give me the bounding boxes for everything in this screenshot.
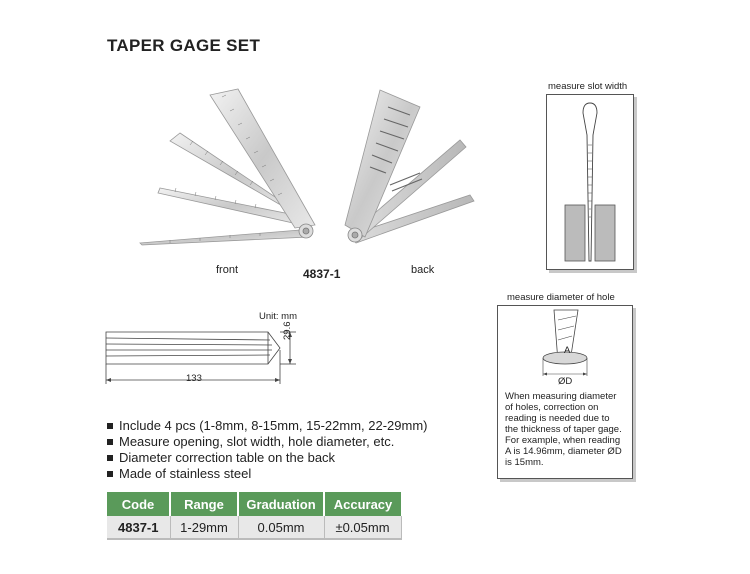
back-label: back	[411, 264, 435, 276]
height-dimension: 29.6	[282, 321, 293, 341]
hole-diameter-panel: A ØD When measuring diameter of holes, c…	[497, 305, 633, 479]
header-accuracy: Accuracy	[324, 492, 401, 516]
correction-note: When measuring diameter of holes, correc…	[505, 391, 631, 468]
note-line: For example, when reading	[505, 435, 621, 446]
bullet-icon	[107, 439, 113, 445]
bullet-icon	[107, 455, 113, 461]
back-gage-fan	[344, 89, 475, 244]
slot-width-illustration	[564, 102, 616, 262]
page-title: TAPER GAGE SET	[107, 36, 261, 55]
feature-text: Measure opening, slot width, hole diamet…	[119, 434, 395, 449]
slot-width-panel	[546, 94, 634, 270]
spec-table: Code Range Graduation Accuracy 4837-1 1-…	[107, 492, 402, 540]
header-code: Code	[107, 492, 171, 516]
table-row: 4837-1 1-29mm 0.05mm ±0.05mm	[107, 516, 402, 540]
cell-graduation: 0.05mm	[238, 516, 325, 540]
label-diameter: ØD	[558, 376, 573, 387]
note-line: the thickness of taper gage.	[505, 424, 622, 435]
product-photo	[139, 88, 475, 246]
table-header-row: Code Range Graduation Accuracy	[107, 492, 401, 516]
feature-item: Diameter correction table on the back	[107, 450, 427, 466]
note-line: is 15mm.	[505, 457, 544, 468]
feature-text: Diameter correction table on the back	[119, 450, 336, 465]
unit-label: Unit: mm	[259, 311, 297, 322]
note-line: reading is needed due to	[505, 413, 610, 424]
slot-panel-caption: measure slot width	[548, 81, 628, 92]
note-line: A is 14.96mm, diameter ØD	[505, 446, 622, 457]
feature-list: Include 4 pcs (1-8mm, 8-15mm, 15-22mm, 2…	[107, 418, 427, 482]
feature-text: Made of stainless steel	[119, 466, 252, 481]
header-graduation: Graduation	[238, 492, 325, 516]
feature-item: Measure opening, slot width, hole diamet…	[107, 434, 427, 450]
bullet-icon	[107, 471, 113, 477]
front-label: front	[216, 264, 239, 276]
hole-diameter-illustration	[542, 309, 588, 376]
note-line: When measuring diameter	[505, 391, 617, 402]
front-gage-fan	[139, 88, 316, 246]
model-number: 4837-1	[303, 267, 341, 281]
cell-code: 4837-1	[107, 516, 171, 540]
label-a: A	[564, 345, 571, 356]
width-dimension: 133	[186, 373, 202, 384]
note-line: of holes, correction on	[505, 402, 599, 413]
dimension-drawing	[105, 331, 296, 384]
feature-item: Made of stainless steel	[107, 466, 427, 482]
cell-accuracy: ±0.05mm	[324, 516, 402, 540]
bullet-icon	[107, 423, 113, 429]
cell-range: 1-29mm	[170, 516, 239, 540]
header-range: Range	[170, 492, 239, 516]
feature-text: Include 4 pcs (1-8mm, 8-15mm, 15-22mm, 2…	[119, 418, 428, 433]
feature-item: Include 4 pcs (1-8mm, 8-15mm, 15-22mm, 2…	[107, 418, 427, 434]
hole-panel-caption: measure diameter of hole	[507, 292, 615, 303]
